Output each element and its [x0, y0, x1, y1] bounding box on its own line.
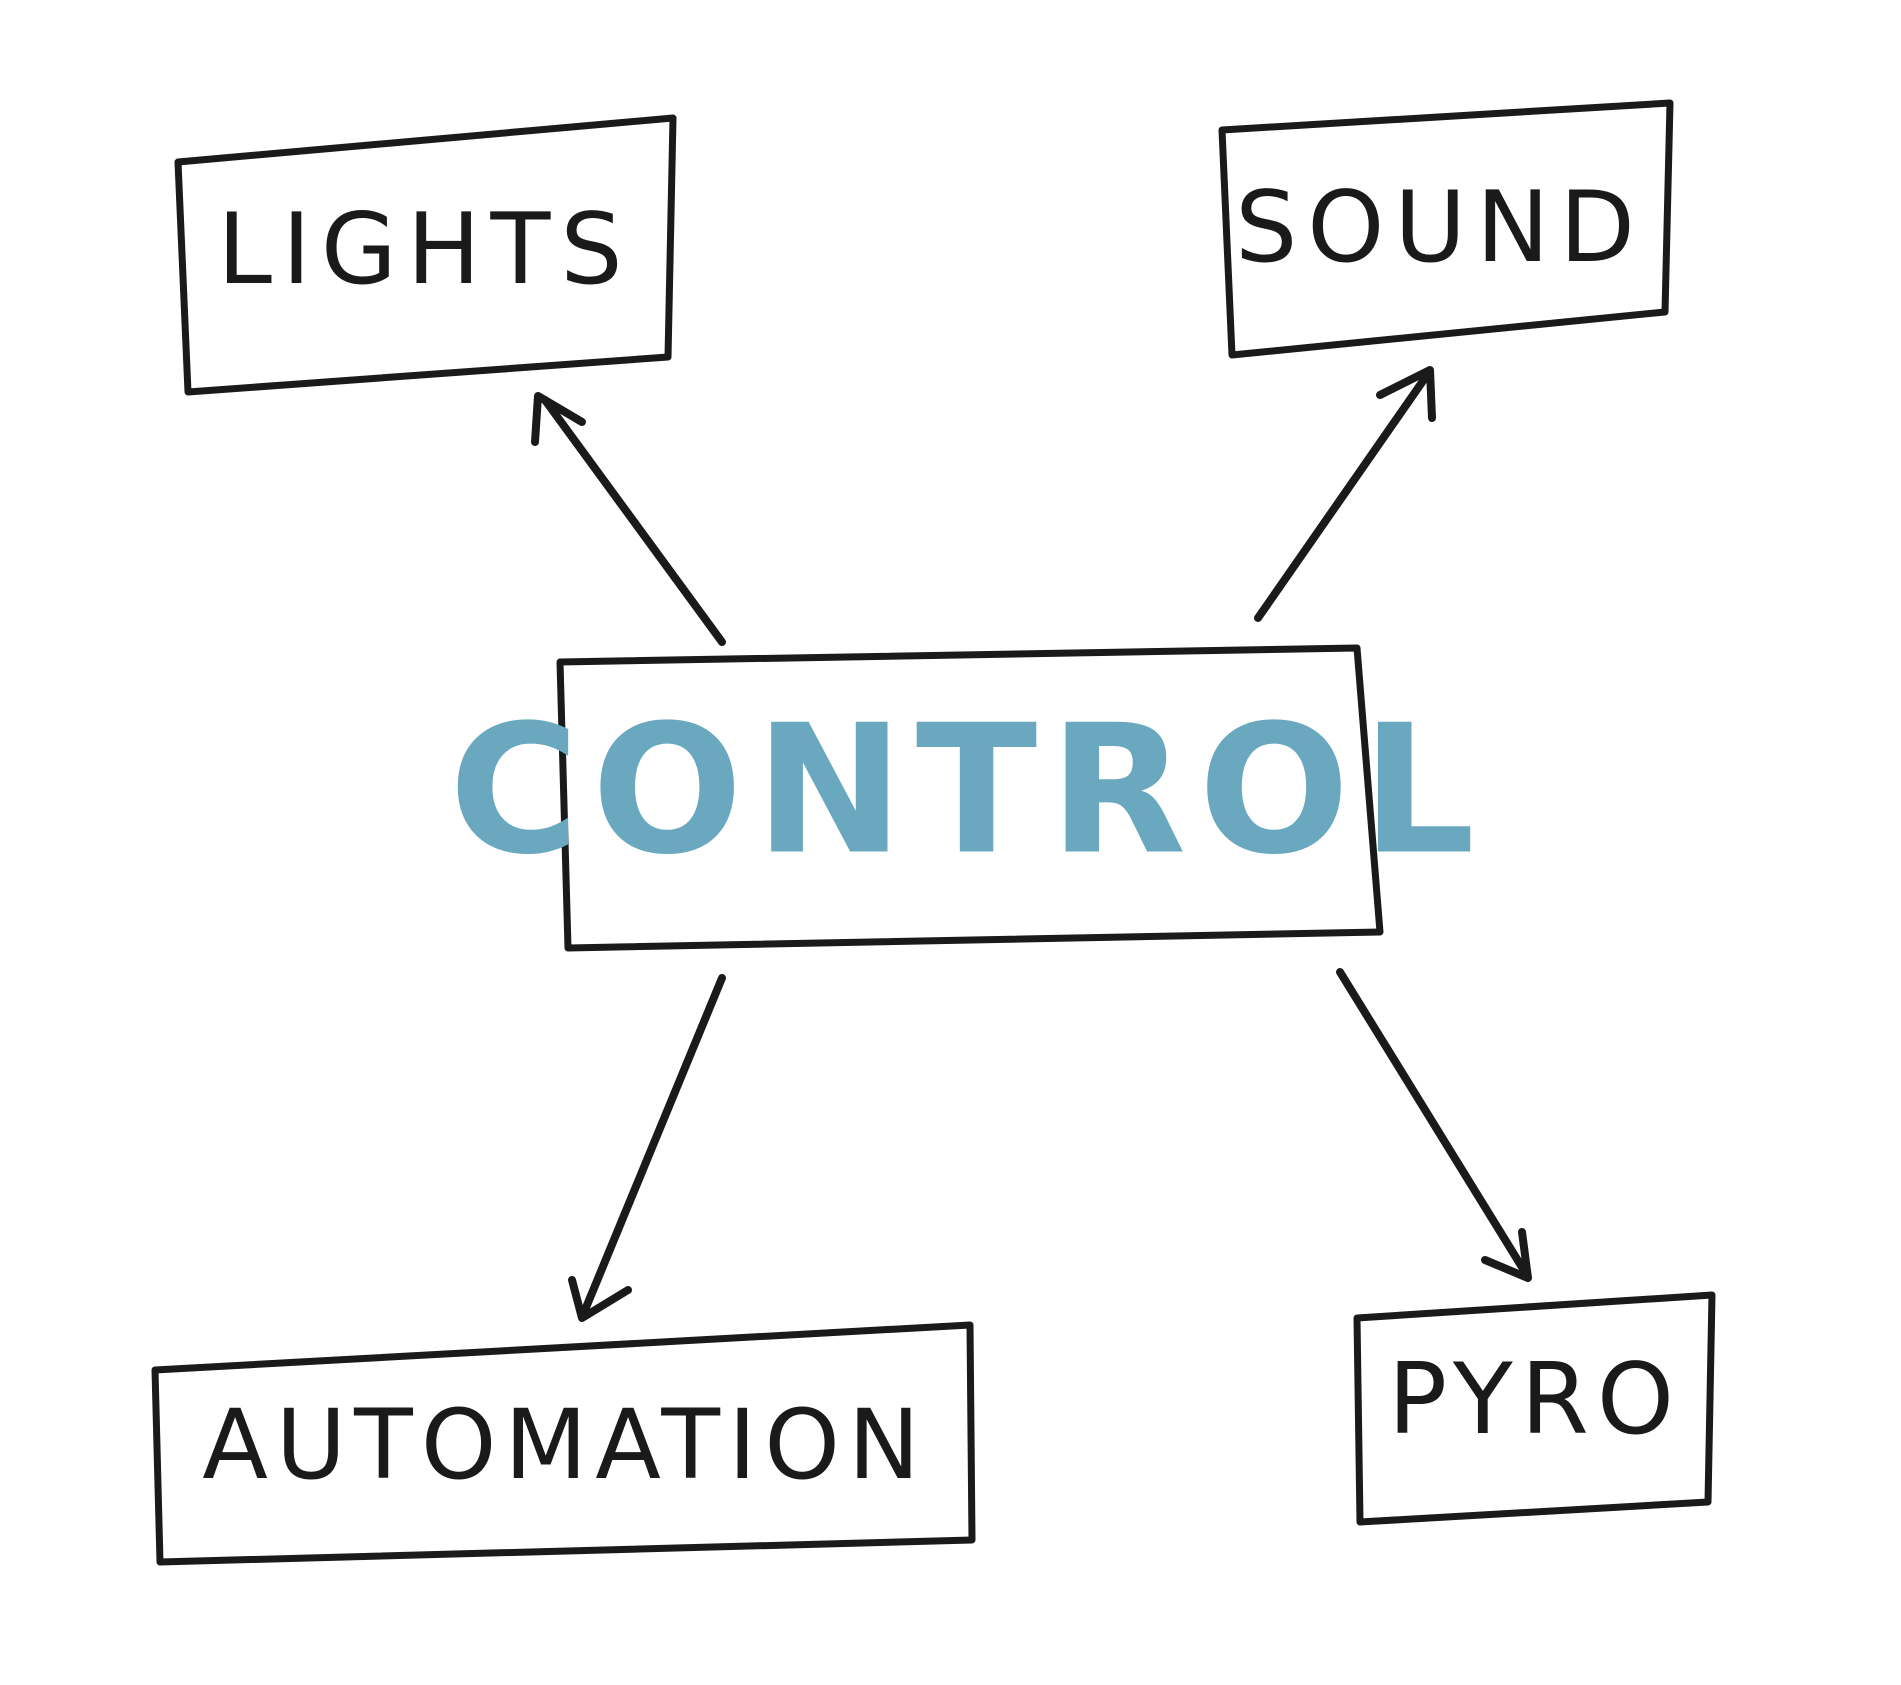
arrow-pyro-shaft [1336, 968, 1529, 1276]
arrow-control-to-sound [1254, 366, 1436, 622]
node-control: CONTROL [449, 644, 1487, 952]
node-control-frame [556, 644, 1384, 952]
arrow-lights-head [531, 392, 586, 446]
arrow-pyro-head [1481, 1228, 1532, 1282]
arrow-lights-shaft [541, 396, 726, 646]
node-sound-frame [1218, 99, 1674, 359]
node-lights-frame [174, 114, 677, 396]
node-lights-label: LIGHTS [217, 193, 632, 307]
node-automation: AUTOMATION [151, 1321, 976, 1566]
node-sound: SOUND [1218, 99, 1674, 359]
arrow-sound-shaft [1254, 374, 1429, 622]
arrow-sound-head [1376, 366, 1436, 422]
node-automation-frame [151, 1321, 976, 1566]
arrow-control-to-automation [568, 974, 726, 1322]
arrow-control-to-lights [531, 392, 726, 646]
node-pyro: PYRO [1353, 1291, 1716, 1526]
node-control-label: CONTROL [449, 687, 1487, 894]
node-lights: LIGHTS [174, 114, 677, 396]
node-pyro-frame [1353, 1291, 1716, 1526]
arrow-automation-shaft [581, 974, 726, 1314]
node-sound-label: SOUND [1235, 171, 1645, 285]
arrow-control-to-pyro [1336, 968, 1532, 1282]
node-pyro-label: PYRO [1388, 1343, 1682, 1457]
arrow-automation-head [568, 1276, 632, 1322]
node-automation-label: AUTOMATION [202, 1389, 928, 1501]
